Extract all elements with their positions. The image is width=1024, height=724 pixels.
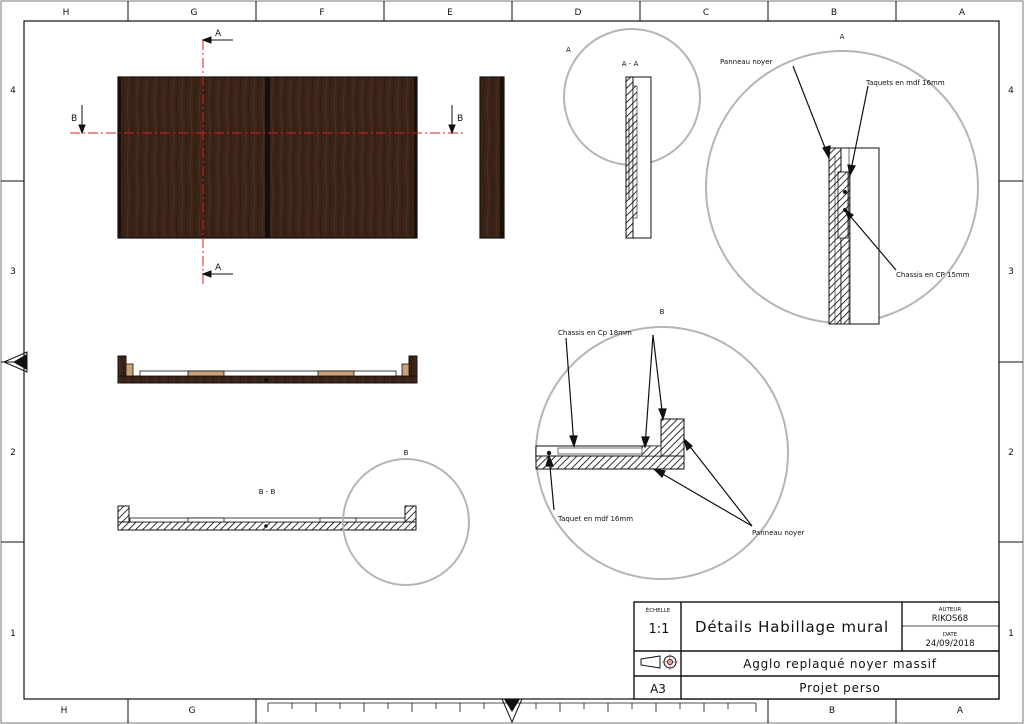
label-panneau-noyer-b: Panneau noyer <box>752 529 804 537</box>
projection-symbol-icon <box>640 654 678 670</box>
column-letter-top: C <box>703 8 709 18</box>
column-letter-top: G <box>191 8 198 18</box>
detail-b-view: B Chassis en Cp 18mm Taquet en mdf 16mm … <box>535 308 804 580</box>
date-label: DATE <box>943 632 958 638</box>
material-text: Agglo replaqué noyer massif <box>743 657 937 671</box>
row-number-right: 1 <box>1008 629 1014 639</box>
detail-a-small-label: A <box>566 46 571 54</box>
column-letter-bottom: G <box>189 706 196 716</box>
label-chassis-cp-18: Chassis en Cp 18mm <box>558 329 632 337</box>
row-number-left: 1 <box>10 629 16 639</box>
author-label: AUTEUR <box>939 607 962 613</box>
top-view <box>117 355 418 384</box>
column-letter-top: H <box>63 8 70 18</box>
side-view <box>479 76 505 239</box>
detail-b-small-label: B <box>404 449 409 457</box>
row-number-left: 3 <box>10 267 16 277</box>
detail-a-view: A Panneau noyer Taquets en mdf 16mm Chas… <box>705 33 979 325</box>
column-letter-bottom: A <box>957 706 964 716</box>
drawing-title: Détails Habillage mural <box>695 618 889 636</box>
row-number-right: 3 <box>1008 267 1014 277</box>
column-letter-top: A <box>959 8 966 18</box>
section-marker-b-right: B <box>457 114 463 124</box>
project-text: Projet perso <box>799 681 880 695</box>
label-taquets-mdf: Taquets en mdf 16mm <box>865 79 945 87</box>
detail-a-title: A <box>840 33 845 41</box>
front-view: A A B B <box>70 29 466 285</box>
section-aa-view: A - A A <box>563 28 701 239</box>
section-bb-title: B - B <box>259 488 276 496</box>
detail-b-title: B <box>660 308 665 316</box>
label-taquet-mdf: Taquet en mdf 16mm <box>557 515 633 523</box>
row-number-right: 4 <box>1008 86 1014 96</box>
row-number-left: 4 <box>10 86 16 96</box>
date-value: 24/09/2018 <box>926 639 975 649</box>
row-number-left: 2 <box>10 448 16 458</box>
section-marker-a-bottom: A <box>215 263 222 273</box>
section-marker-b-left: B <box>71 114 77 124</box>
label-chassis-cp-15: Chassis en CP 15mm <box>896 271 970 279</box>
title-block <box>633 601 1000 700</box>
column-letter-bottom: B <box>829 706 835 716</box>
column-letter-bottom: H <box>61 706 68 716</box>
paper-format: A3 <box>650 682 666 696</box>
section-aa-title: A - A <box>622 60 639 68</box>
row-number-right: 2 <box>1008 448 1014 458</box>
section-marker-a-top: A <box>215 29 222 39</box>
column-letter-top: F <box>319 8 324 18</box>
section-bb-view: B - B B <box>117 449 470 586</box>
scale-value: 1:1 <box>649 622 670 637</box>
label-panneau-noyer-a: Panneau noyer <box>720 58 772 66</box>
author-value: RIKOS68 <box>932 614 968 624</box>
column-letter-top: D <box>575 8 582 18</box>
column-letter-top: B <box>831 8 837 18</box>
column-letter-top: E <box>447 8 453 18</box>
scale-label: ÉCHELLE <box>646 606 671 614</box>
